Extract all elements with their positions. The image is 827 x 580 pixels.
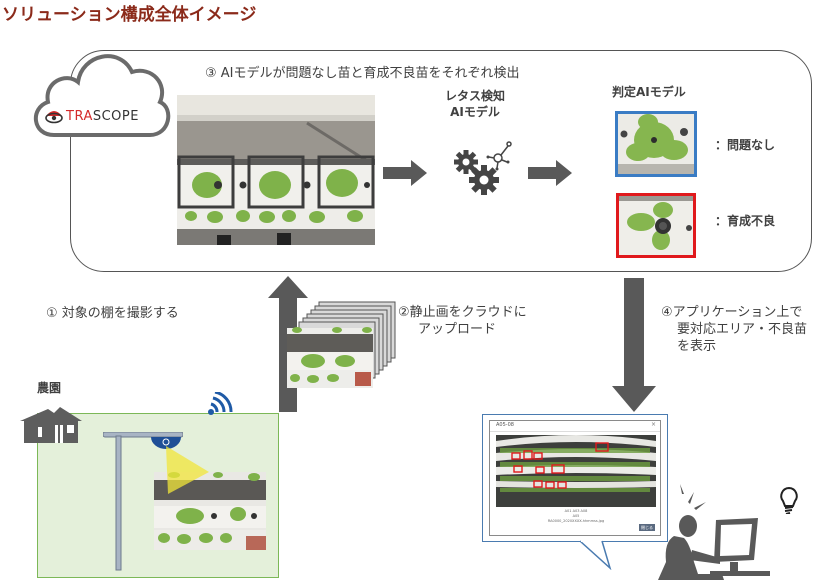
- caption-line1: A01 A03 A08: [564, 509, 588, 513]
- app-detection-image: [496, 435, 656, 507]
- ok-seedling-photo: [615, 111, 697, 177]
- detection-model-label: レタス検知 AIモデル: [430, 88, 520, 120]
- step3-label: ③ AIモデルが問題なし苗と育成不良苗をそれぞれ検出: [205, 66, 520, 81]
- app-window: A05-08 × A01 A03 A08 A05 RA0000_2020XXXX…: [489, 420, 661, 536]
- farm-house-icon: [20, 405, 84, 449]
- uploaded-images-stack: [285, 300, 413, 392]
- app-window-title: A05-08: [496, 422, 514, 428]
- cloud-icon: [24, 40, 174, 152]
- step4-line2: 要対応エリア・不良苗: [677, 322, 808, 337]
- app-window-close-button[interactable]: ×: [650, 421, 656, 428]
- person-at-computer-icon: [654, 478, 794, 580]
- trascope-logo: TRASCOPE: [66, 109, 139, 124]
- trascope-eye-icon: [44, 108, 64, 124]
- caption-line3: RA0000_2020XXXX-hhmmss.jpg: [547, 519, 605, 523]
- arrow-right-icon: [383, 160, 427, 190]
- result-ok-label: ：問題なし: [715, 138, 776, 152]
- step4-line3: を表示: [677, 339, 717, 354]
- step2-line2: アップロード: [418, 322, 497, 337]
- camera-view-cone: [163, 446, 213, 500]
- app-close-button[interactable]: 閉じる: [639, 524, 655, 531]
- farm-label: 農園: [37, 381, 62, 395]
- arrow-right-icon: [528, 160, 572, 190]
- shelf-photo: [177, 95, 375, 245]
- camera-icon: [151, 436, 181, 455]
- step1-label: ① 対象の棚を撮影する: [46, 306, 179, 321]
- step4-label: ④アプリケーション上で 要対応エリア・不良苗 を表示: [661, 304, 807, 355]
- app-image-caption: A01 A03 A08 A05 RA0000_2020XXXX-hhmmss.j…: [490, 509, 662, 524]
- caption-line2: A05: [572, 514, 580, 518]
- wifi-icon: [207, 390, 237, 420]
- judge-model-title: 判定AIモデル: [612, 85, 686, 99]
- app-window-titlebar: A05-08 ×: [490, 421, 660, 432]
- page-title: ソリューション構成全体イメージ: [2, 5, 257, 25]
- logo-rest: SCOPE: [92, 109, 139, 124]
- logo-accent: TRA: [66, 109, 93, 124]
- step2-line1: ②静止画をクラウドに: [398, 305, 527, 320]
- result-ng-label: ：育成不良: [715, 214, 776, 228]
- bubble-tail: [579, 540, 630, 574]
- ai-gears-icon: [452, 140, 512, 200]
- detection-model-line2: AIモデル: [450, 105, 500, 119]
- step4-line1: ④アプリケーション上で: [661, 305, 803, 320]
- lightbulb-icon: [778, 486, 800, 518]
- step2-label: ②静止画をクラウドに アップロード: [398, 304, 527, 338]
- display-arrow-down-icon: [612, 278, 656, 416]
- detection-model-line1: レタス検知: [444, 89, 505, 103]
- ng-seedling-photo: [616, 193, 696, 258]
